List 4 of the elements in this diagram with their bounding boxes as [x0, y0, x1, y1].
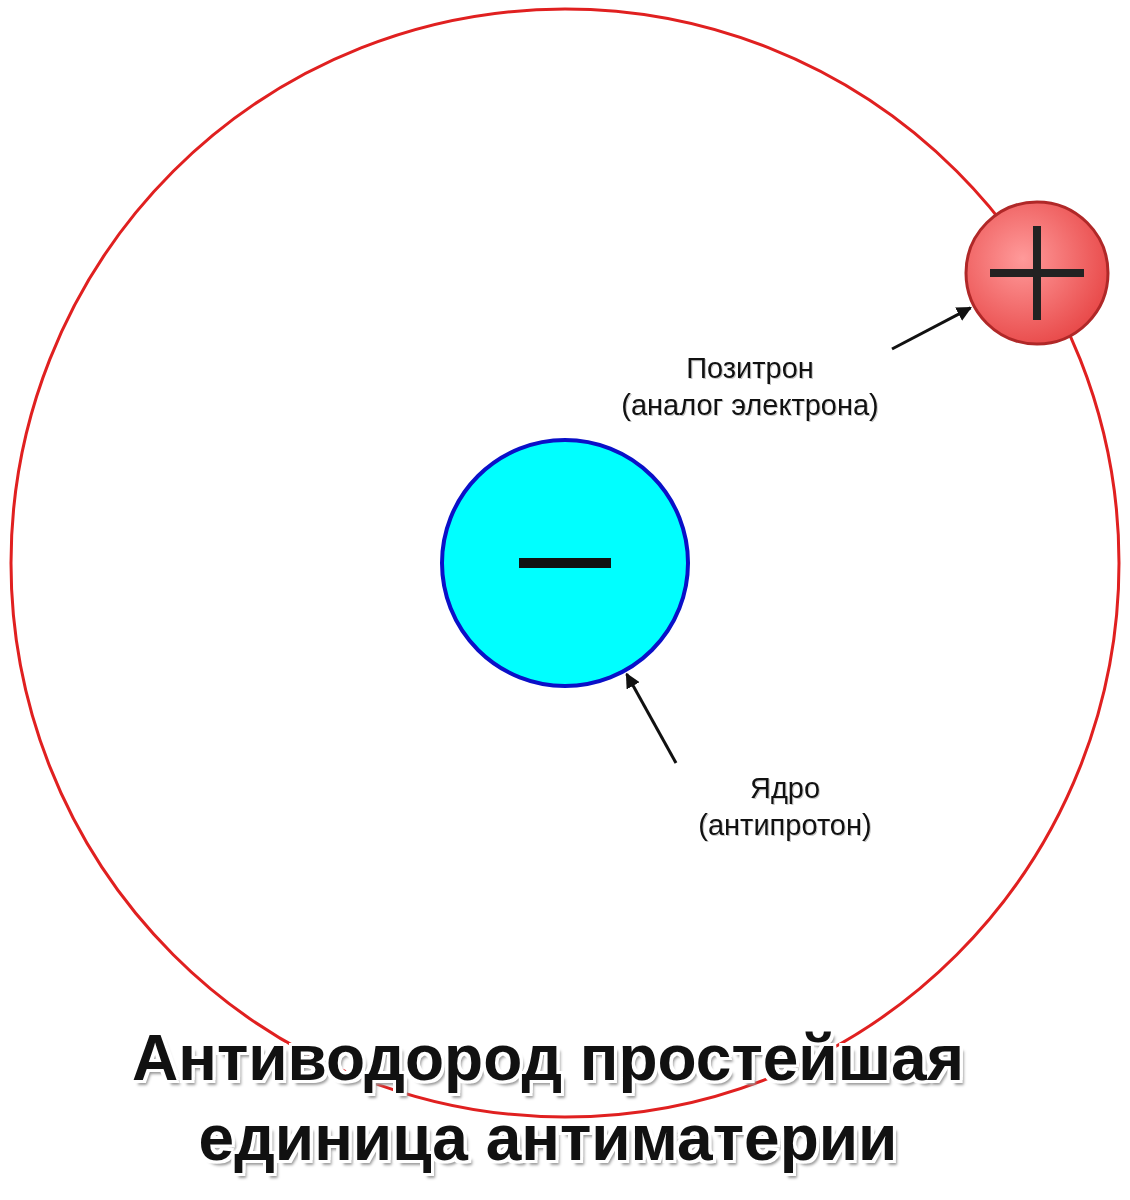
arrow [891, 306, 972, 351]
arrow [625, 672, 678, 764]
node-label: Позитрон (аналог электрона) [605, 350, 895, 424]
node-label: Ядро (антипротон) [665, 770, 905, 844]
